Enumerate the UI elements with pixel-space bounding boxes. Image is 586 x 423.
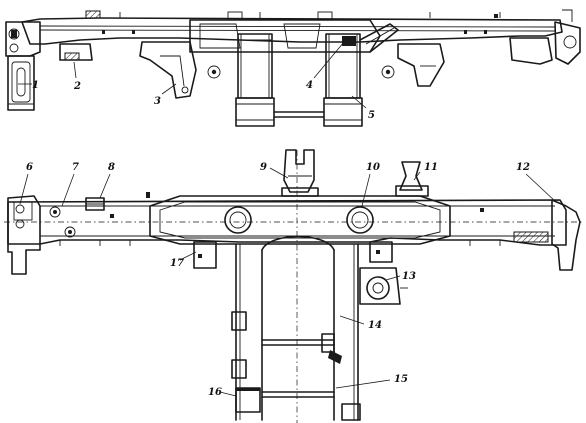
callout-7: 7	[72, 162, 79, 173]
callout-17: 17	[170, 258, 184, 269]
callout-14: 14	[368, 320, 382, 331]
callout-labels: 1 2 3 4 5 6 7 8 9 10 11 12 13 14 15 16 1…	[26, 80, 530, 398]
callout-11: 11	[424, 162, 438, 173]
callout-4: 4	[306, 80, 313, 91]
callout-10: 10	[366, 162, 380, 173]
callout-3: 3	[154, 96, 161, 107]
callout-6: 6	[26, 162, 33, 173]
callout-9: 9	[260, 162, 267, 173]
callout-1: 1	[32, 80, 39, 91]
callout-5: 5	[368, 110, 375, 121]
callout-15: 15	[394, 374, 408, 385]
callout-12: 12	[516, 162, 530, 173]
callout-13: 13	[402, 271, 416, 282]
callout-16: 16	[208, 387, 222, 398]
callout-8: 8	[108, 162, 115, 173]
plan-view	[4, 149, 584, 423]
side-view	[5, 9, 581, 127]
callout-2: 2	[73, 81, 81, 92]
